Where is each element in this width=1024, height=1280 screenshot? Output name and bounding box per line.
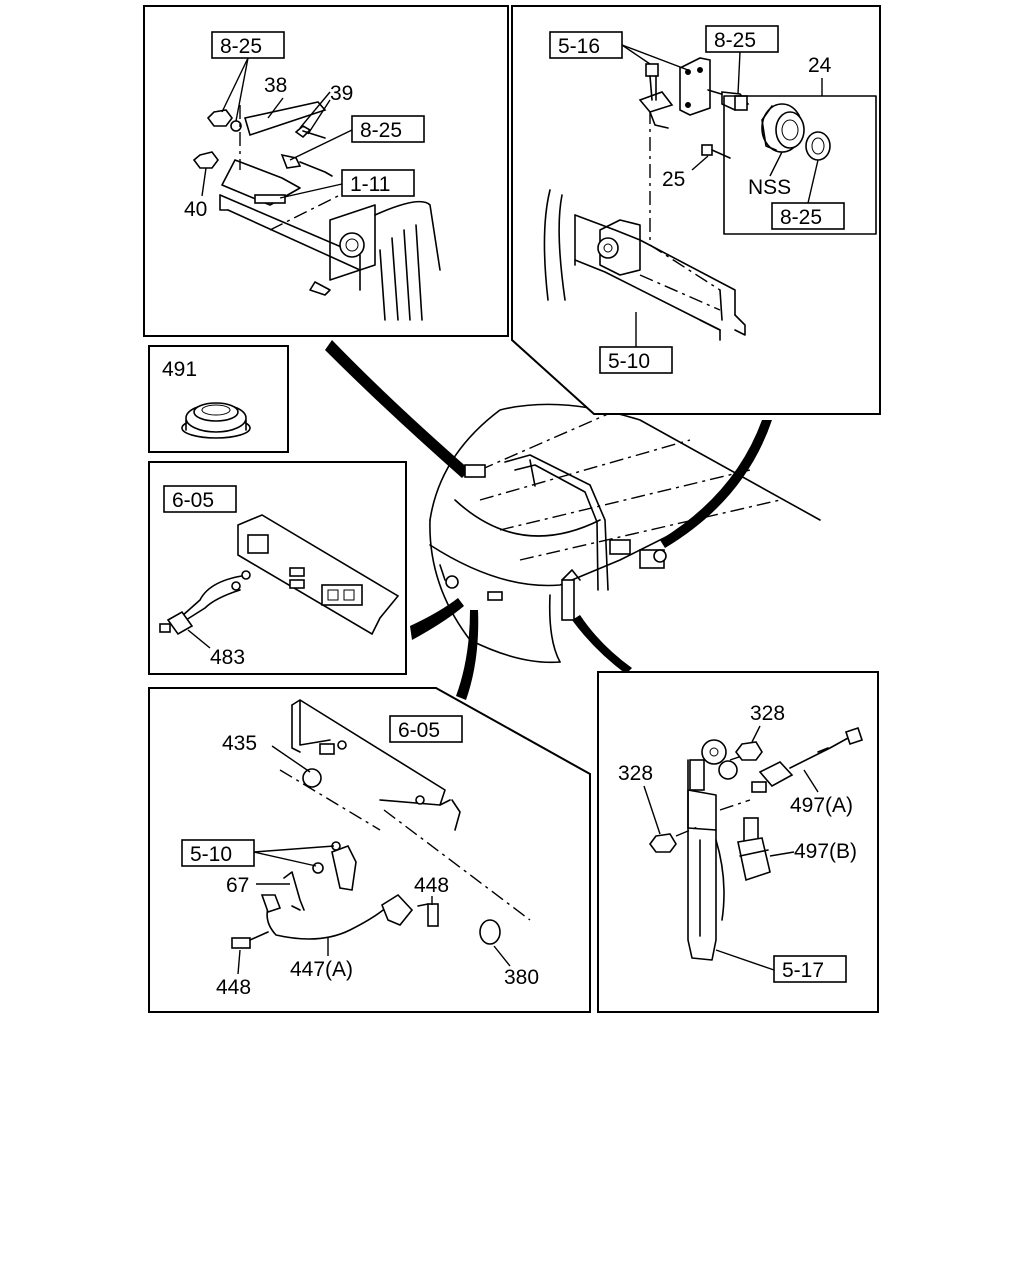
label-39: 39 bbox=[330, 82, 353, 105]
svg-text:6-05: 6-05 bbox=[172, 489, 214, 512]
ref-8-25-c: 8-25 bbox=[705, 25, 779, 53]
ref-1-11: 1-11 bbox=[341, 169, 415, 197]
ref-6-05-a: 6-05 bbox=[163, 485, 237, 513]
label-448-a: 448 bbox=[414, 874, 449, 897]
callout-arc-bottom-left bbox=[456, 610, 479, 700]
label-328-b: 328 bbox=[618, 762, 653, 785]
svg-text:8-25: 8-25 bbox=[220, 35, 262, 58]
label-497b: 497(B) bbox=[794, 840, 857, 863]
panel-seal: 491 bbox=[148, 345, 289, 453]
svg-text:5-16: 5-16 bbox=[558, 35, 600, 58]
svg-text:6-05: 6-05 bbox=[398, 719, 440, 742]
ref-6-05-b: 6-05 bbox=[389, 715, 463, 743]
panel-bottom-right: 328 328 497(A) 497(B) 5-17 bbox=[597, 671, 879, 1013]
panel-bottom-left: 435 6-05 5-10 67 448 448 447(A) 380 bbox=[148, 687, 591, 1013]
ref-5-10-b: 5-10 bbox=[181, 839, 255, 867]
label-491: 491 bbox=[162, 358, 197, 381]
label-380: 380 bbox=[504, 966, 539, 989]
ref-5-17: 5-17 bbox=[773, 955, 847, 983]
label-447a: 447(A) bbox=[290, 958, 353, 981]
svg-text:8-25: 8-25 bbox=[780, 206, 822, 229]
ref-5-16: 5-16 bbox=[549, 31, 623, 59]
svg-text:8-25: 8-25 bbox=[714, 29, 756, 52]
label-67: 67 bbox=[226, 874, 249, 897]
ref-8-25-b: 8-25 bbox=[351, 115, 425, 143]
svg-text:5-17: 5-17 bbox=[782, 959, 824, 982]
label-483: 483 bbox=[210, 646, 245, 669]
ref-8-25-a: 8-25 bbox=[211, 31, 285, 59]
label-435: 435 bbox=[222, 732, 257, 755]
label-nss: NSS bbox=[748, 176, 791, 199]
svg-text:8-25: 8-25 bbox=[360, 119, 402, 142]
ref-8-25-d: 8-25 bbox=[771, 202, 845, 230]
panel-top-right: 5-16 8-25 24 25 NSS 8-25 5-10 bbox=[511, 5, 881, 415]
label-448-b: 448 bbox=[216, 976, 251, 999]
label-40: 40 bbox=[184, 198, 207, 221]
label-24: 24 bbox=[808, 54, 832, 77]
svg-text:5-10: 5-10 bbox=[608, 350, 650, 373]
label-38: 38 bbox=[264, 74, 287, 97]
callout-arc-bottom-right bbox=[572, 615, 632, 674]
label-497a: 497(A) bbox=[790, 794, 853, 817]
label-328-a: 328 bbox=[750, 702, 785, 725]
svg-text:5-10: 5-10 bbox=[190, 843, 232, 866]
label-25: 25 bbox=[662, 168, 685, 191]
callout-arc-top-left bbox=[325, 340, 470, 478]
panel-top-left: 8-25 38 39 8-25 1-11 40 bbox=[143, 5, 509, 337]
ref-5-10-a: 5-10 bbox=[599, 346, 673, 374]
panel-switch: 6-05 483 bbox=[148, 461, 407, 675]
svg-text:1-11: 1-11 bbox=[350, 173, 390, 196]
